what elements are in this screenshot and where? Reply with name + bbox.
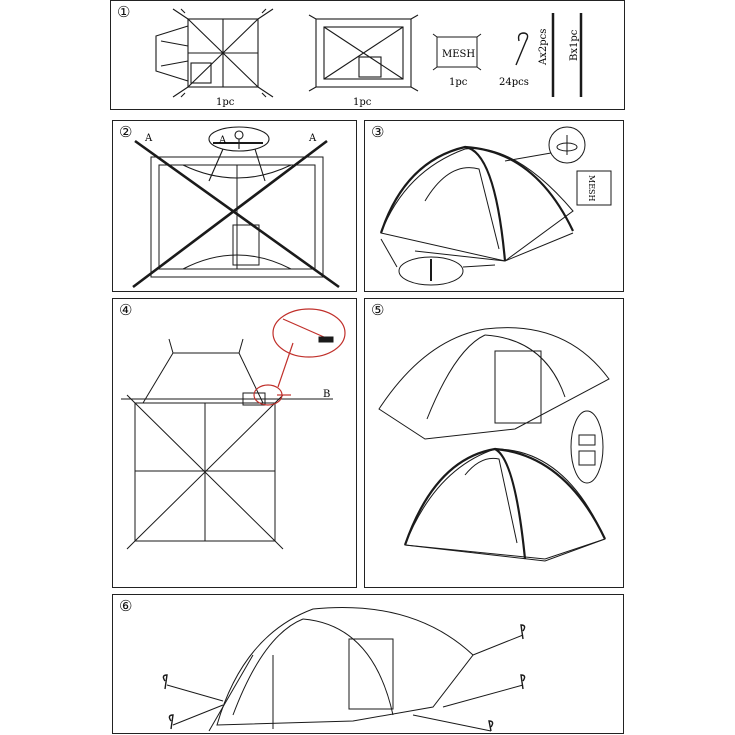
step-4-panel: ④ B: [112, 298, 357, 588]
mesh-qty: 1pc: [449, 77, 468, 88]
peg-icons: [162, 624, 526, 732]
mesh-icon: [432, 33, 482, 71]
guyline-illustration: [162, 606, 526, 732]
pole-cross-illustration: A A A: [132, 126, 340, 289]
marker-b: B: [323, 389, 330, 400]
pole-b-qty: Bx1pc: [569, 29, 580, 61]
step-number: ⑤: [371, 301, 385, 319]
peg-icon: [515, 32, 529, 66]
clip-detail: [504, 126, 586, 164]
pegs-qty: 24pcs: [499, 77, 529, 88]
step-1-panel: ① 1pc 1pc MESH 1pc: [110, 0, 625, 110]
fly-qty: 1pc: [353, 97, 372, 108]
fly-sheet-icon: [308, 14, 419, 92]
step-2-panel: ② A A A: [112, 120, 357, 292]
marker-a-mid: A: [218, 135, 227, 146]
fly-attach-illustration: B: [121, 308, 346, 550]
step-5-panel: ⑤: [364, 298, 624, 588]
fly-over-illustration: [378, 327, 610, 562]
pole-clip-detail: [208, 126, 270, 182]
step-3-panel: ③ MESH: [364, 120, 624, 292]
step-6-panel: ⑥: [112, 594, 624, 734]
mesh-piece-label: MESH: [587, 175, 596, 202]
buckle-zoom: [570, 410, 604, 484]
step-number: ⑥: [119, 597, 133, 615]
peg-detail: [380, 238, 496, 286]
step-number: ④: [119, 301, 133, 319]
step-number: ③: [371, 123, 385, 141]
tent-body-icon: [155, 8, 274, 98]
marker-a-right: A: [308, 133, 317, 144]
buckle-detail: [253, 308, 346, 406]
marker-a-left: A: [144, 133, 153, 144]
tent-qty: 1pc: [216, 97, 235, 108]
parts-illustration: 1pc 1pc MESH 1pc 24pcs Ax2pcs Bx1pc: [155, 8, 583, 108]
step-number: ②: [119, 123, 133, 141]
dome-pitch-illustration: MESH: [379, 126, 612, 286]
mesh-label: MESH: [442, 49, 475, 60]
step-number: ①: [117, 3, 131, 21]
tent-with-fly: [378, 327, 610, 440]
pole-a-qty: Ax2pcs: [538, 29, 549, 66]
mesh-piece-icon: [576, 170, 612, 206]
